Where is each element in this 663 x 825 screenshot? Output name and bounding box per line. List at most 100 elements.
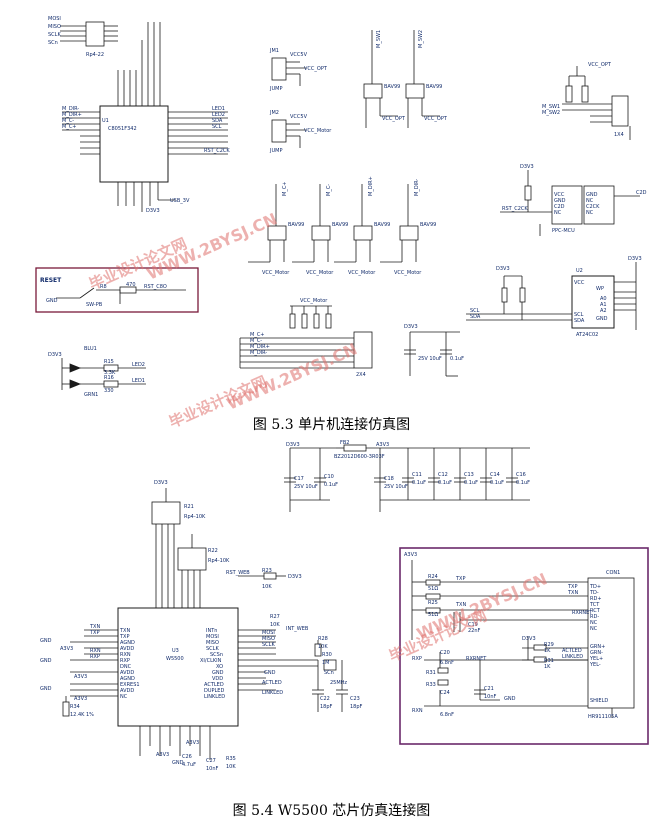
svg-text:0.1uF: 0.1uF [490, 480, 504, 486]
svg-text:LINKLED: LINKLED [562, 654, 583, 660]
svg-text:MISO: MISO [262, 636, 275, 642]
svg-text:0.1uF: 0.1uF [464, 480, 478, 486]
svg-text:DNC: DNC [120, 664, 132, 670]
svg-text:AGND: AGND [120, 676, 135, 682]
svg-text:NC: NC [554, 210, 562, 216]
svg-text:HR911105A: HR911105A [588, 714, 618, 720]
svg-text:NC: NC [120, 694, 128, 700]
svg-text:USB_3V: USB_3V [170, 198, 190, 204]
svg-text:R28: R28 [318, 636, 328, 642]
svg-text:22nF: 22nF [468, 628, 481, 634]
svg-text:RXP: RXP [120, 658, 130, 664]
svg-text:GND: GND [554, 198, 566, 204]
svg-text:LED2: LED2 [132, 362, 145, 368]
svg-text:VCC: VCC [554, 192, 565, 198]
svg-text:SCLK: SCLK [48, 32, 61, 38]
svg-text:WP: WP [596, 286, 604, 292]
svg-text:RD-: RD- [590, 614, 599, 620]
svg-text:25V 10uF: 25V 10uF [294, 484, 318, 490]
svg-text:10K: 10K [226, 764, 236, 770]
svg-text:BAV99: BAV99 [332, 222, 348, 228]
svg-text:C12: C12 [438, 472, 448, 478]
svg-text:D3V3: D3V3 [628, 256, 642, 262]
svg-text:10nF: 10nF [484, 694, 497, 700]
svg-text:NC: NC [590, 626, 598, 632]
svg-text:TXP: TXP [119, 634, 130, 640]
svg-text:1K: 1K [544, 648, 551, 654]
svg-text:TD+: TD+ [589, 584, 601, 590]
figure-5-3-schematic [35, 21, 640, 390]
svg-text:GND: GND [46, 298, 58, 304]
svg-text:A2: A2 [600, 308, 607, 314]
decoupling-cap-bank [284, 444, 530, 512]
svg-text:A3V3: A3V3 [186, 740, 199, 746]
svg-text:SCLK: SCLK [206, 646, 219, 652]
svg-text:NC: NC [586, 210, 594, 216]
svg-text:ACTLED: ACTLED [204, 682, 224, 688]
svg-text:GND: GND [172, 760, 184, 766]
svg-text:3.3K: 3.3K [104, 370, 116, 376]
svg-text:TXN: TXN [455, 602, 466, 608]
svg-text:A3V3: A3V3 [376, 442, 389, 448]
svg-text:R16: R16 [104, 375, 114, 381]
rp4-header [60, 21, 118, 47]
svg-text:M_SW1: M_SW1 [542, 104, 560, 110]
svg-text:A3V3: A3V3 [74, 674, 87, 680]
svg-text:R35: R35 [226, 756, 236, 762]
svg-text:VCC_Motor: VCC_Motor [300, 298, 328, 304]
svg-text:Rp4-22: Rp4-22 [86, 52, 104, 58]
svg-text:M_C-: M_C- [62, 118, 74, 124]
ppc-mcu-connector [500, 170, 640, 236]
svg-text:AVDD: AVDD [120, 670, 134, 676]
svg-text:0.1uF: 0.1uF [412, 480, 426, 486]
svg-text:VCC_Motor: VCC_Motor [348, 270, 376, 276]
svg-text:AT24C02: AT24C02 [576, 332, 598, 338]
svg-text:C20: C20 [440, 650, 450, 656]
svg-text:25V 10uF: 25V 10uF [418, 356, 442, 362]
svg-text:VCC_Motor: VCC_Motor [306, 270, 334, 276]
svg-text:AVDD: AVDD [120, 688, 134, 694]
svg-text:C17: C17 [294, 476, 304, 482]
svg-text:Rp4-10K: Rp4-10K [208, 558, 230, 564]
svg-text:BAV99: BAV99 [374, 222, 390, 228]
svg-text:10K: 10K [270, 622, 280, 628]
led-circuit [61, 358, 146, 390]
svg-text:AGND: AGND [120, 640, 135, 646]
svg-text:RCT: RCT [590, 608, 601, 614]
svg-text:LED1: LED1 [132, 378, 145, 384]
svg-text:Rp4-10K: Rp4-10K [184, 514, 206, 520]
svg-text:TXP: TXP [567, 584, 578, 590]
svg-text:SDA: SDA [212, 118, 223, 124]
svg-text:GND: GND [40, 686, 52, 692]
svg-text:VDD: VDD [212, 676, 223, 682]
jumpers [271, 57, 306, 148]
svg-text:BZ2012D600-3R03F: BZ2012D600-3R03F [334, 454, 385, 460]
svg-text:GND: GND [212, 670, 224, 676]
svg-text:M_DIR+: M_DIR+ [368, 176, 374, 196]
svg-text:C2D: C2D [636, 190, 647, 196]
svg-text:D3V3: D3V3 [286, 442, 300, 448]
svg-text:R27: R27 [270, 614, 280, 620]
svg-text:12.4K 1%: 12.4K 1% [70, 712, 94, 718]
svg-text:A3V3: A3V3 [60, 646, 73, 652]
svg-text:RXP: RXP [90, 654, 100, 660]
svg-text:TXN: TXN [89, 624, 100, 630]
svg-text:1K: 1K [544, 664, 551, 670]
svg-text:VCC_OPT: VCC_OPT [304, 66, 328, 72]
svg-text:VCC_OPT: VCC_OPT [424, 116, 448, 122]
svg-text:C26: C26 [182, 754, 192, 760]
svg-text:TCT: TCT [589, 602, 600, 608]
svg-text:10K: 10K [318, 644, 328, 650]
svg-text:M_DIR-: M_DIR- [250, 350, 267, 356]
svg-text:470: 470 [126, 282, 136, 288]
svg-text:D3V3: D3V3 [154, 480, 168, 486]
svg-text:R22: R22 [208, 548, 218, 554]
svg-text:VCC_OPT: VCC_OPT [382, 116, 406, 122]
svg-text:RXRNET: RXRNET [466, 656, 487, 662]
svg-text:BAV99: BAV99 [384, 84, 400, 90]
svg-text:LINKLED: LINKLED [262, 690, 283, 696]
svg-text:SHIELD: SHIELD [590, 698, 608, 704]
